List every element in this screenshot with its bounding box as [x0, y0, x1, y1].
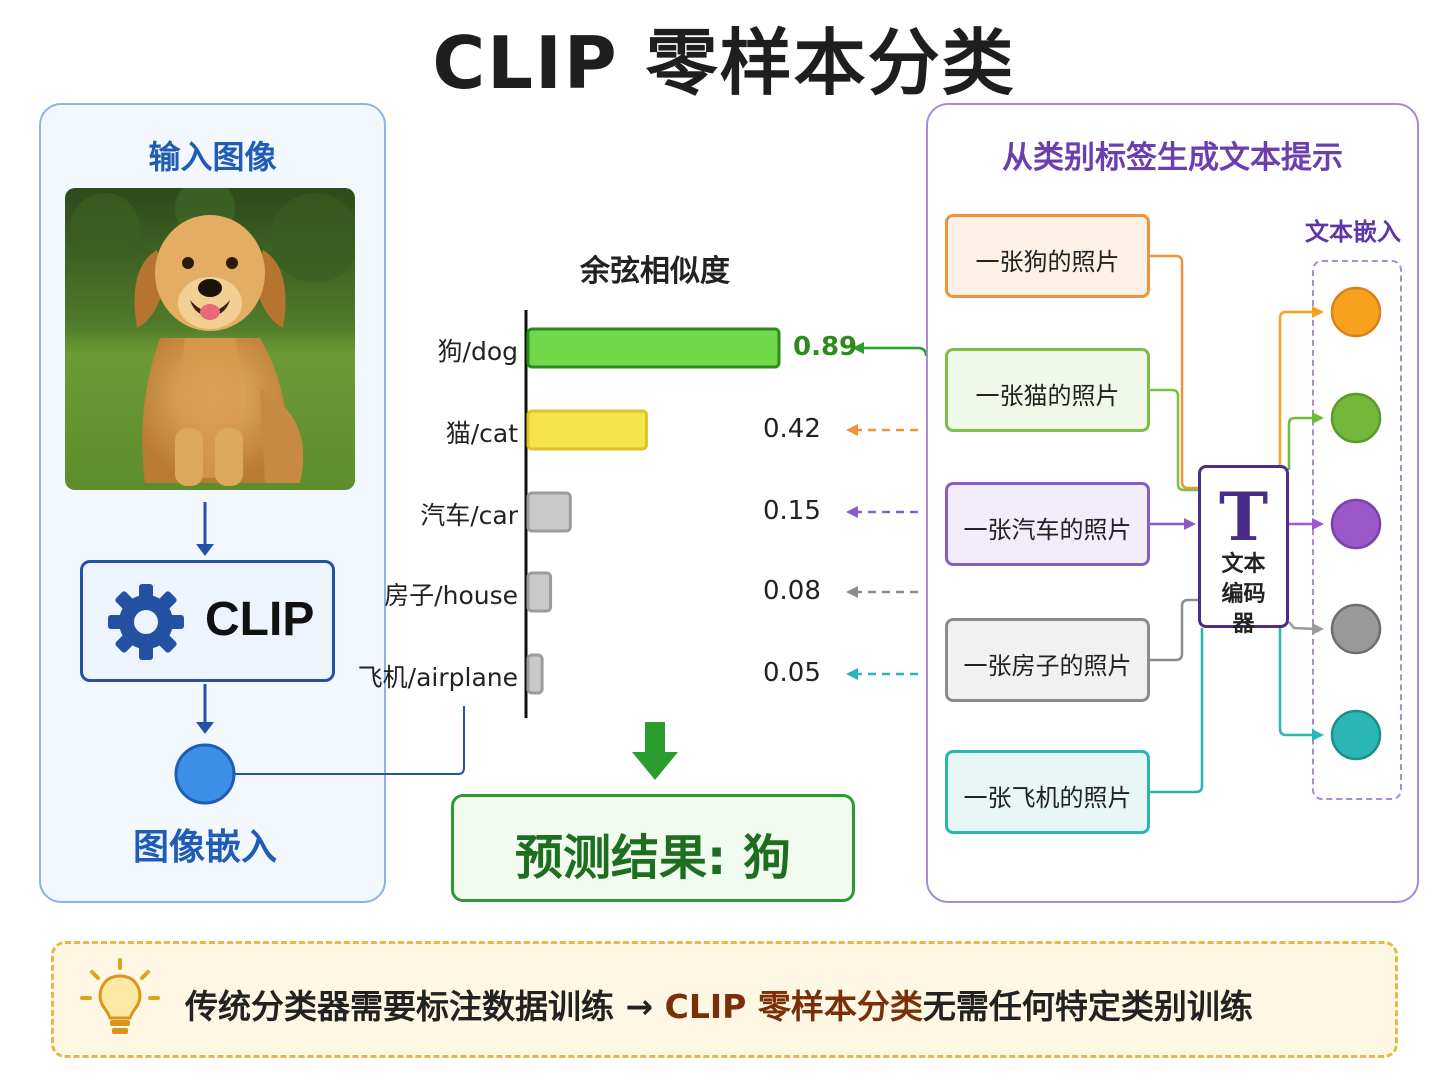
prompt-to-encoder-line	[1150, 388, 1198, 492]
prompt-to-encoder-line	[1150, 598, 1198, 662]
text-encoder-label-text: 文本编码器	[1221, 552, 1266, 637]
prompt-box	[945, 618, 1150, 702]
prompt-box	[945, 750, 1150, 834]
text-embedding-column	[1312, 260, 1402, 800]
chart-title: 余弦相似度	[580, 254, 730, 289]
text-embedding-node	[1330, 709, 1382, 761]
lightbulb-icon	[80, 958, 160, 1034]
note-text: 传统分类器需要标注数据训练 → CLIP 零样本分类无需任何特定类别训练	[185, 980, 1253, 1028]
text-embedding-node	[1330, 392, 1382, 444]
text-embedding-title: 文本嵌入	[1305, 218, 1401, 246]
text-encoder-label: 文本编码器	[1198, 550, 1289, 640]
arrowhead-down-icon	[196, 544, 214, 556]
prediction-result-text: 预测结果: 狗	[515, 830, 791, 886]
category-label: 猫/cat	[445, 419, 518, 448]
prompt-to-encoder-line	[1150, 254, 1198, 490]
arrow-down-icon	[632, 722, 678, 780]
value-label: 0.42	[763, 414, 821, 444]
arrowhead-down-icon	[196, 722, 214, 734]
arrowhead-left-icon	[846, 586, 858, 598]
prompt-text: 一张房子的照片	[963, 652, 1132, 680]
arrowhead-left-icon	[846, 506, 858, 518]
image-embedding-node	[174, 743, 236, 805]
bar-1	[526, 409, 648, 451]
category-label: 狗/dog	[437, 337, 518, 366]
bar-2	[526, 491, 572, 533]
arrowhead-right-icon	[1312, 412, 1324, 424]
embedding-to-chart-line	[234, 706, 465, 775]
dog-photo	[65, 188, 355, 490]
prompt-box	[945, 482, 1150, 566]
bar-3	[526, 571, 553, 613]
prompt-box	[945, 348, 1150, 432]
dog-illustration	[65, 188, 355, 490]
category-label: 房子/house	[384, 581, 518, 610]
text-prompt-title: 从类别标签生成文本提示	[1002, 140, 1343, 176]
value-label: 0.89	[793, 332, 858, 362]
note-part1: 传统分类器需要标注数据训练	[185, 987, 614, 1026]
gear-icon	[108, 584, 184, 660]
image-embedding-label: 图像嵌入	[132, 827, 277, 868]
prompt-text: 一张汽车的照片	[963, 516, 1132, 544]
bar-4	[526, 653, 544, 695]
prompt-text: 一张猫的照片	[975, 382, 1120, 410]
arrowhead-right-icon	[1312, 518, 1324, 530]
score-arrow-line	[862, 346, 928, 357]
bar-0	[526, 327, 781, 369]
text-encoder-box	[1198, 465, 1289, 628]
clip-model-label: CLIP	[205, 593, 315, 646]
input-image-title: 输入图像	[148, 138, 277, 176]
value-label: 0.08	[763, 576, 821, 606]
text-embedding-node	[1330, 603, 1382, 655]
encoder-to-embedding-line	[1278, 628, 1316, 737]
arrowhead-right-icon	[1312, 729, 1324, 741]
prompt-text: 一张狗的照片	[975, 248, 1120, 276]
encoder-to-embedding-line	[1287, 416, 1316, 470]
prompt-to-encoder-line	[1150, 628, 1204, 794]
arrowhead-left-icon	[852, 342, 864, 354]
text-encoder-icon: T	[1218, 478, 1269, 556]
value-label: 0.15	[763, 496, 821, 526]
prompt-text: 一张飞机的照片	[963, 784, 1132, 812]
page-title: CLIP 零样本分类	[432, 21, 1016, 105]
encoder-to-embedding-line	[1278, 310, 1316, 465]
category-label: 汽车/car	[420, 501, 518, 530]
note-box	[51, 941, 1398, 1058]
prediction-result-box	[451, 794, 855, 902]
text-embedding-node	[1330, 286, 1382, 338]
encoder-to-embedding-line	[1288, 621, 1317, 631]
note-highlight: CLIP 零样本分类	[664, 987, 923, 1026]
arrowhead-left-icon	[846, 424, 858, 436]
note-part2: 无需任何特定类别训练	[922, 987, 1253, 1026]
note-arrow: →	[625, 987, 654, 1026]
value-label: 0.05	[763, 658, 821, 688]
arrowhead-right-icon	[1312, 623, 1324, 635]
text-embedding-node	[1330, 498, 1382, 550]
arrowhead-right-icon	[1184, 518, 1196, 530]
prompt-box	[945, 214, 1150, 298]
arrowhead-left-icon	[846, 668, 858, 680]
arrowhead-right-icon	[1312, 306, 1324, 318]
category-label: 飞机/airplane	[357, 663, 518, 692]
